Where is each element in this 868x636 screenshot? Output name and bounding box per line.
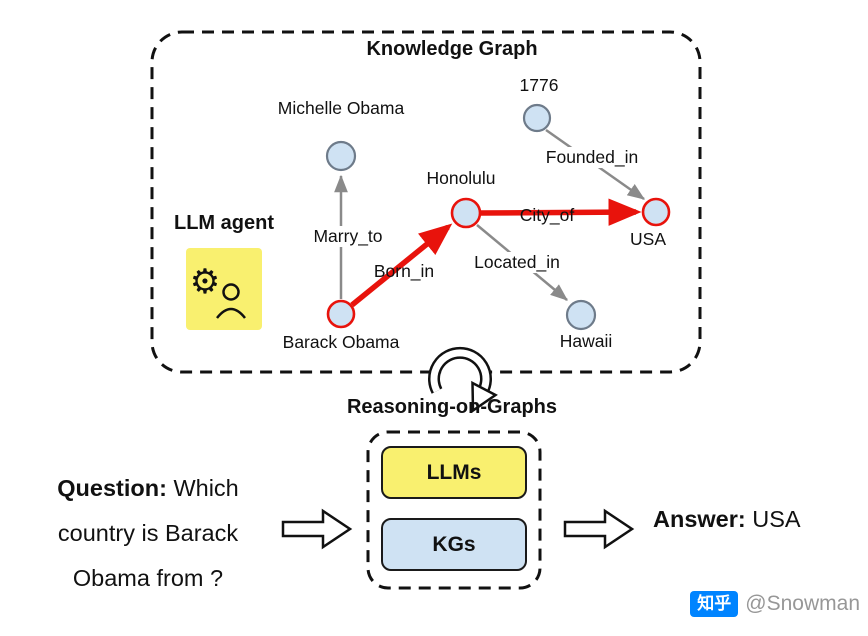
llms-box: LLMs xyxy=(381,446,527,499)
node-michelle-obama xyxy=(325,140,357,172)
reasoning-loop-arrow-icon xyxy=(428,346,498,413)
node-label-barack: Barack Obama xyxy=(282,332,400,352)
knowledge-graph-boundary xyxy=(150,30,702,374)
answer-prefix: Answer: xyxy=(653,506,746,532)
node-hawaii xyxy=(565,299,597,331)
edge-label-located-in: Located_in xyxy=(472,252,562,273)
node-usa xyxy=(641,197,671,227)
flow-arrow-question-icon xyxy=(281,508,353,550)
node-label-hawaii: Hawaii xyxy=(559,331,613,351)
person-icon xyxy=(216,283,246,319)
pipeline-boundary xyxy=(366,430,542,590)
answer-value: USA xyxy=(752,506,801,532)
node-barack-obama xyxy=(326,299,356,329)
question-prefix: Question: xyxy=(57,475,167,501)
edge-label-marry-to: Marry_to xyxy=(311,226,385,247)
gear-icon: ⚙ xyxy=(190,263,220,301)
flow-arrow-answer-icon xyxy=(563,508,635,550)
answer-text: Answer: USA xyxy=(653,506,801,533)
kg-title: Knowledge Graph xyxy=(366,38,538,60)
node-label-michelle: Michelle Obama xyxy=(277,98,405,118)
question-line-3: Obama from ? xyxy=(72,565,224,591)
llms-label: LLMs xyxy=(426,460,482,484)
reasoning-label: Reasoning-on-Graphs xyxy=(346,396,558,418)
edge-label-founded-in: Founded_in xyxy=(543,147,641,168)
edge-label-born-in: Born_in xyxy=(373,261,435,281)
llm-agent-label: LLM agent xyxy=(174,212,274,234)
kgs-box: KGs xyxy=(381,518,527,571)
watermark-handle: @Snowman xyxy=(745,592,860,616)
node-honolulu xyxy=(450,197,482,229)
node-1776 xyxy=(522,103,552,133)
question-line-1: Question: Which xyxy=(22,466,274,511)
kgs-label: KGs xyxy=(432,532,476,556)
edge-born-in-arrow xyxy=(350,223,453,308)
question-text: Question: Which country is Barack Obama … xyxy=(22,466,274,601)
edge-city-of-arrow xyxy=(480,198,642,226)
node-label-1776: 1776 xyxy=(519,75,559,95)
node-label-usa: USA xyxy=(630,229,666,249)
question-line1-rest: Which xyxy=(173,475,239,501)
node-label-honolulu: Honolulu xyxy=(426,168,496,188)
zhihu-logo: 知乎 xyxy=(690,591,739,618)
watermark: 知乎 @Snowman xyxy=(690,591,860,618)
question-line-2: country is Barack xyxy=(57,520,239,546)
edge-label-city-of: City_of xyxy=(519,205,575,225)
